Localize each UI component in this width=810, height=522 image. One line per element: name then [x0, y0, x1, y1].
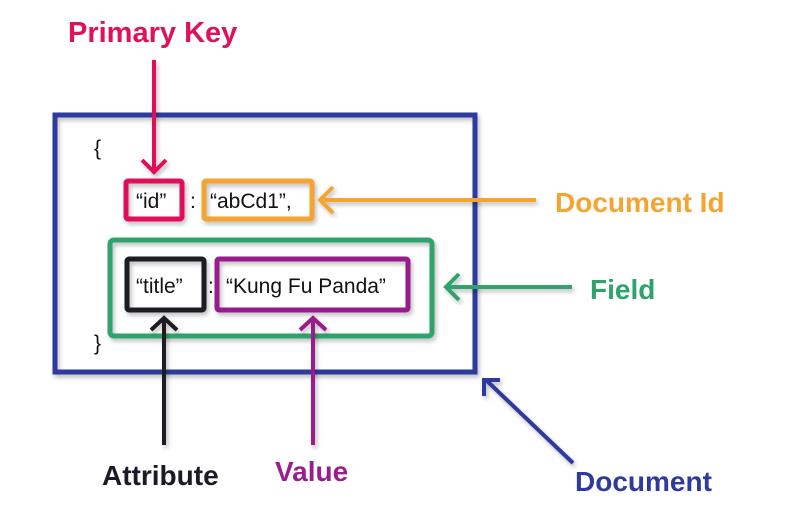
field-arrow — [443, 272, 572, 302]
title-key-text: “title” — [136, 275, 183, 298]
primary-key-arrow — [140, 60, 168, 175]
label-attribute: Attribute — [102, 460, 219, 491]
attribute-box — [124, 256, 207, 313]
label-field: Field — [590, 274, 655, 305]
close-brace: } — [94, 332, 101, 355]
attribute-arrow — [149, 315, 179, 445]
document-arrow — [482, 378, 575, 465]
colon-1: : — [190, 190, 196, 213]
label-document-id: Document Id — [555, 187, 725, 218]
id-value-text: “abCd1”, — [210, 190, 292, 213]
document-id-box — [201, 178, 315, 222]
label-value: Value — [275, 456, 348, 487]
label-primary-key: Primary Key — [68, 17, 237, 49]
primary-key-box — [123, 178, 185, 222]
value-box — [214, 256, 411, 313]
title-value-text: “Kung Fu Panda” — [226, 275, 386, 298]
id-key-text: “id” — [136, 190, 166, 213]
label-document: Document — [575, 466, 712, 497]
field-box — [107, 237, 435, 339]
colon-2: : — [208, 275, 214, 298]
document-id-arrow — [317, 185, 536, 215]
document-box — [52, 112, 478, 375]
open-brace: { — [94, 137, 101, 160]
value-arrow — [298, 315, 328, 445]
